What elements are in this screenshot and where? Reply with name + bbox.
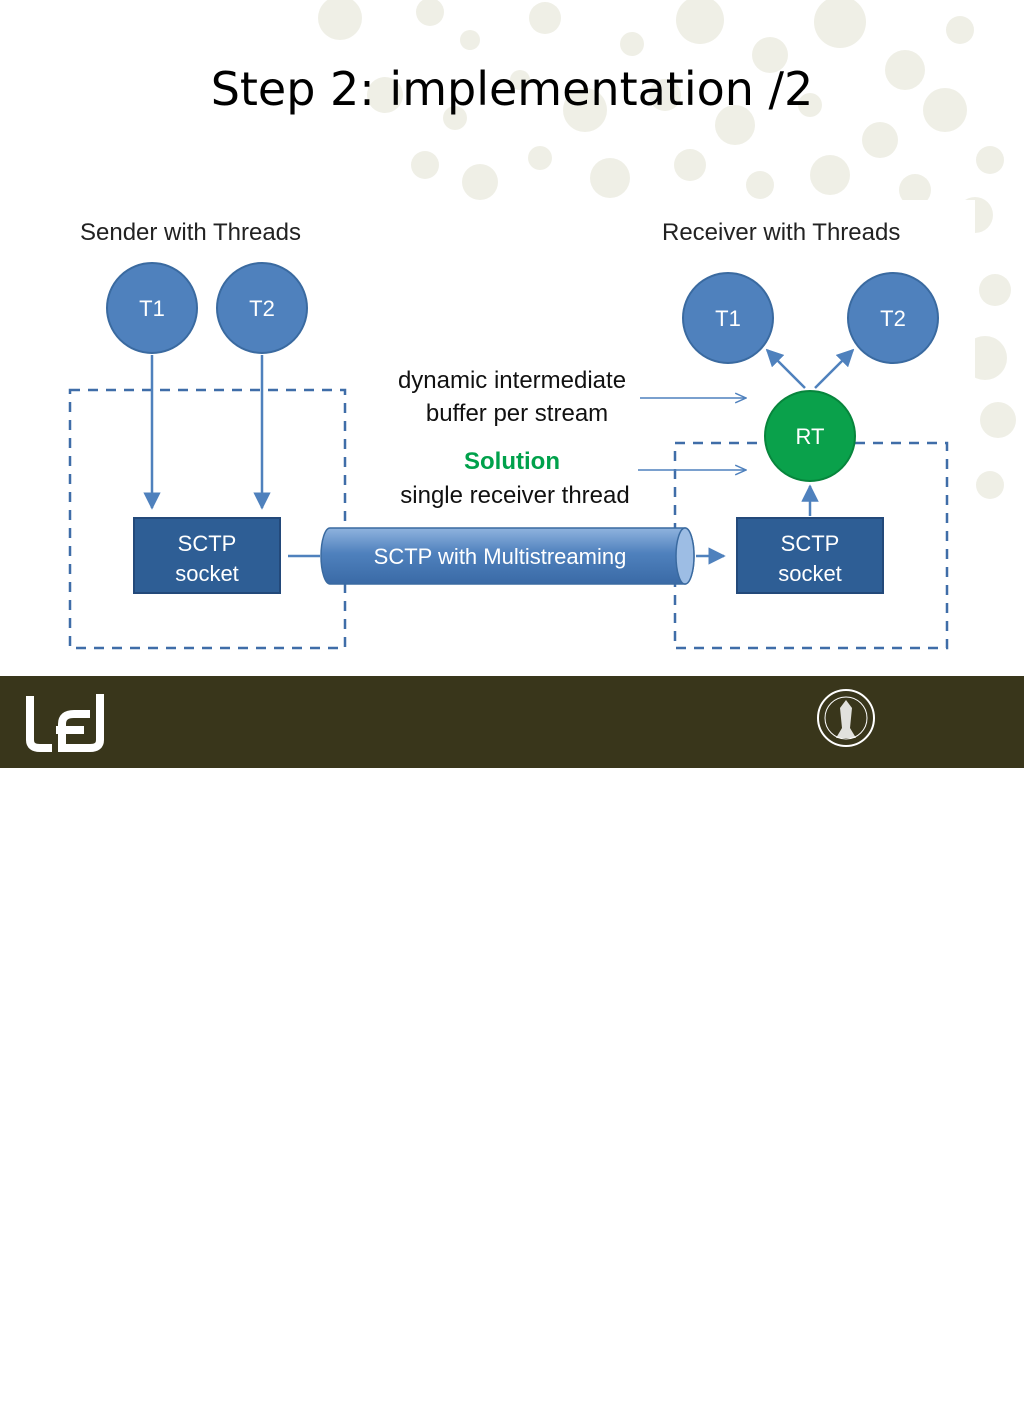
ifi-logo xyxy=(26,694,104,752)
sender-socket-line2: socket xyxy=(175,561,239,586)
receiver-socket-line1: SCTP xyxy=(781,531,840,556)
receiver-thread-t1: T1 xyxy=(682,272,774,364)
sender-thread-t2-label: T2 xyxy=(249,296,275,321)
receiver-thread-rt: RT xyxy=(764,390,856,482)
channel-label: SCTP with Multistreaming xyxy=(374,544,627,569)
sender-socket-line1: SCTP xyxy=(178,531,237,556)
sender-boundary xyxy=(68,388,347,650)
sender-socket: SCTP socket xyxy=(133,517,281,594)
university-line1: UNIVERSITY xyxy=(886,1381,1006,1399)
receiver-socket-line2: socket xyxy=(778,561,842,586)
receiver-label: Receiver with Threads xyxy=(662,219,900,246)
multistream-channel: SCTP with Multistreaming xyxy=(320,527,695,585)
university-name: UNIVERSITY OF OSLO xyxy=(886,1381,1005,1417)
uio-seal-icon xyxy=(817,689,875,747)
slide-title: Step 2: implementation /2 xyxy=(210,62,814,116)
sender-thread-t2: T2 xyxy=(216,262,308,354)
slide: Step 2: implementation /2 Sender with Th… xyxy=(0,0,1024,768)
university-line2: OF OSLO xyxy=(886,1399,970,1417)
solution-heading: Solution xyxy=(464,448,560,475)
receiver-thread-t2-label: T2 xyxy=(880,306,906,331)
diagram: Sender with Threads Receiver with Thread… xyxy=(68,219,949,650)
receiver-thread-t1-label: T1 xyxy=(715,306,741,331)
sender-thread-t1-label: T1 xyxy=(139,296,165,321)
solution-text: single receiver thread xyxy=(400,482,629,509)
arrow-rt-to-t1 xyxy=(765,348,806,389)
footer-bar: UNIVERSITY OF OSLO xyxy=(0,676,1024,1417)
rt-label: RT xyxy=(796,424,825,449)
receiver-socket: SCTP socket xyxy=(736,517,884,594)
sender-thread-t1: T1 xyxy=(106,262,198,354)
buffer-annotation-line2: buffer per stream xyxy=(426,400,608,427)
receiver-thread-t2: T2 xyxy=(847,272,939,364)
footer-graphics xyxy=(26,689,875,752)
sender-label: Sender with Threads xyxy=(80,219,301,246)
buffer-annotation-line1: dynamic intermediate xyxy=(398,367,626,394)
arrow-rt-to-t2 xyxy=(814,348,855,389)
